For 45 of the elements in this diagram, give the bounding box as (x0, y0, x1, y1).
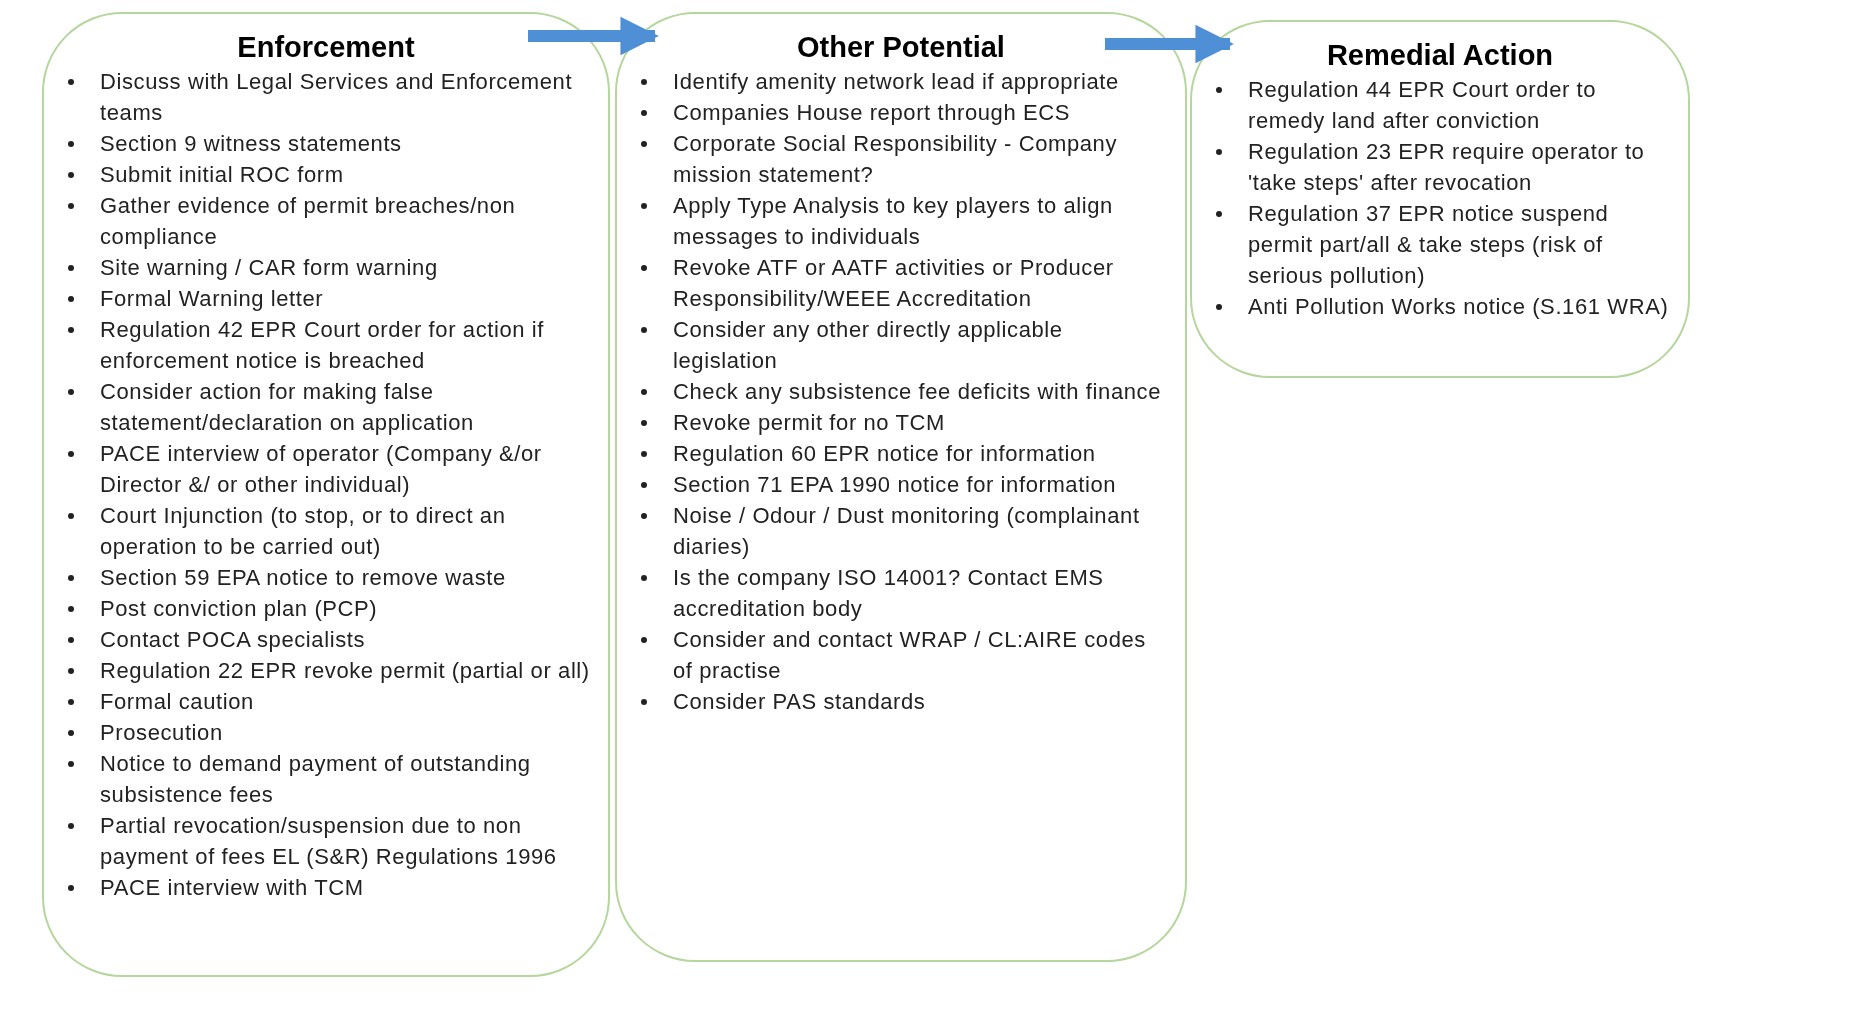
list-item: Prosecution (100, 719, 223, 747)
list-item: Consider action for making false statement/declaration on application (100, 378, 475, 437)
list-item: Revoke ATF or AATF activities or Producer Responsibility/WEEE Accreditation (673, 254, 1115, 313)
list-item: Section 59 EPA notice to remove waste (100, 564, 506, 592)
list-item: Discuss with Legal Services and Enforcement teams (100, 68, 574, 127)
list-item: Section 9 witness statements (100, 130, 402, 158)
list-item: Corporate Social Responsibility - Company mission statement? (673, 130, 1118, 189)
list-item: Regulation 37 EPR notice suspend permit part/all & take steps (risk of serious pollution) (1248, 200, 1610, 290)
list-item: Contact POCA specialists (100, 626, 366, 654)
list-item: Site warning / CAR form warning (100, 254, 438, 282)
list-item: Section 71 EPA 1990 notice for information (673, 471, 1117, 499)
list-item: Check any subsistence fee deficits with finance (673, 378, 1161, 406)
panel-heading: Enforcement (236, 30, 416, 64)
panel-heading: Remedial Action (1325, 38, 1555, 72)
list-item: Companies House report through ECS (673, 99, 1071, 127)
list-item: Regulation 23 EPR require operator to 'take steps' after revocation (1248, 138, 1646, 197)
list-item: PACE interview with TCM (100, 874, 364, 902)
list-item: Is the company ISO 14001? Contact EMS accreditation body (673, 564, 1105, 623)
panel-heading: Other Potential (796, 30, 1006, 64)
list-item: Noise / Odour / Dust monitoring (complainant diaries) (673, 502, 1141, 561)
list-item: Anti Pollution Works notice (S.161 WRA) (1248, 293, 1669, 321)
list-item: Partial revocation/suspension due to non payment of fees EL (S&R) Regulations 1996 (100, 812, 558, 871)
list-item: Apply Type Analysis to key players to align messages to individuals (673, 192, 1114, 251)
rounded-panel (615, 12, 1187, 962)
rounded-panel (1190, 20, 1690, 378)
arrow (1105, 24, 1234, 64)
list-item: Notice to demand payment of outstanding subsistence fees (100, 750, 532, 809)
list-item: Regulation 60 EPR notice for information (673, 440, 1096, 468)
list-item: Consider any other directly applicable legislation (673, 316, 1064, 375)
list-item: Formal Warning letter (100, 285, 324, 313)
list-item: Regulation 22 EPR revoke permit (partial or all) (100, 657, 590, 685)
list-item: Regulation 42 EPR Court order for action if enforcement notice is breached (100, 316, 545, 375)
list-item: Revoke permit for no TCM (673, 409, 945, 437)
list-item: Court Injunction (to stop, or to direct an operation to be carried out) (100, 502, 507, 561)
list-item: Consider and contact WRAP / CL:AIRE codes of practise (673, 626, 1147, 685)
list-item: Formal caution (100, 688, 254, 716)
list-item: Consider PAS standards (673, 688, 926, 716)
list-item: Identify amenity network lead if appropriate (673, 68, 1119, 96)
list-item: Post conviction plan (PCP) (100, 595, 378, 623)
rounded-panel (42, 12, 610, 977)
list-item: Regulation 44 EPR Court order to remedy land after conviction (1248, 76, 1598, 135)
list-item: Gather evidence of permit breaches/non compliance (100, 192, 517, 251)
list-item: PACE interview of operator (Company &/or Director &/ or other individual) (100, 440, 543, 499)
list-item: Submit initial ROC form (100, 161, 344, 189)
arrow (528, 16, 659, 56)
